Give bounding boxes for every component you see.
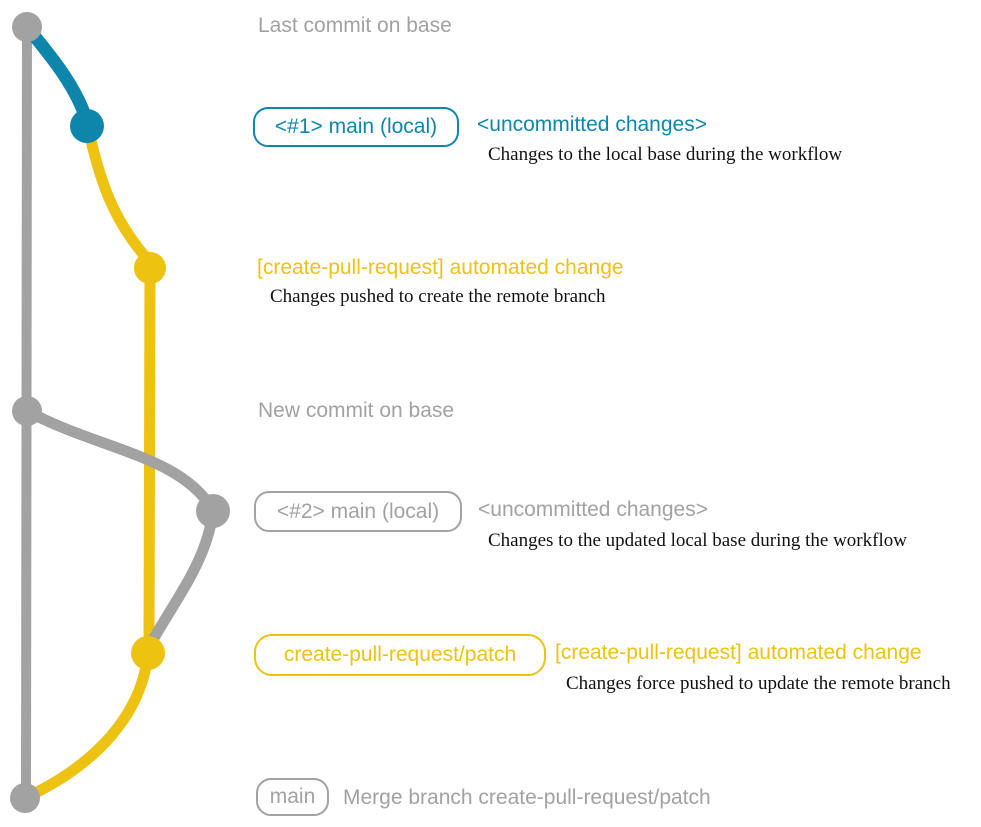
note-updated-local-base-changes: Changes to the updated local base during… [488, 530, 907, 551]
commit-dot-uncommitted-1 [70, 109, 104, 143]
pull-request-merge-line [21, 647, 154, 803]
base-update-merge-line [144, 504, 219, 651]
branch-tag-main-local-1: <#1> main (local) [253, 107, 459, 147]
branch-tag-main: main [256, 778, 329, 816]
commit-dot-automated-change-2 [131, 636, 165, 670]
label-new-commit-on-base: New commit on base [258, 399, 455, 422]
base-update-branch-line [21, 405, 219, 516]
commit-dot-automated-change-1 [134, 252, 166, 284]
branch-tag-create-pull-request-patch: create-pull-request/patch [254, 634, 546, 676]
commit-dot-last-base [12, 12, 42, 42]
status-uncommitted-changes-2: <uncommitted changes> [478, 498, 708, 521]
commit-dot-new-base [12, 396, 42, 426]
note-push-create-remote-branch: Changes pushed to create the remote bran… [270, 286, 606, 307]
local-changes-branch-line [20, 20, 95, 132]
status-uncommitted-changes-1: <uncommitted changes> [477, 113, 707, 136]
commit-message-automated-change-2: [create-pull-request] automated change [555, 641, 922, 664]
commit-message-automated-change-1: [create-pull-request] automated change [257, 256, 624, 279]
note-local-base-changes: Changes to the local base during the wor… [488, 144, 843, 165]
commit-message-merge-branch: Merge branch create-pull-request/patch [343, 786, 711, 809]
note-force-push-remote-branch: Changes force pushed to update the remot… [566, 673, 951, 694]
branch-tag-main-local-2: <#2> main (local) [254, 491, 462, 532]
label-last-commit-on-base: Last commit on base [258, 14, 452, 37]
commit-dot-uncommitted-2 [196, 494, 230, 528]
pull-request-branch-line [82, 122, 156, 656]
commit-dot-merge-main [10, 783, 40, 813]
